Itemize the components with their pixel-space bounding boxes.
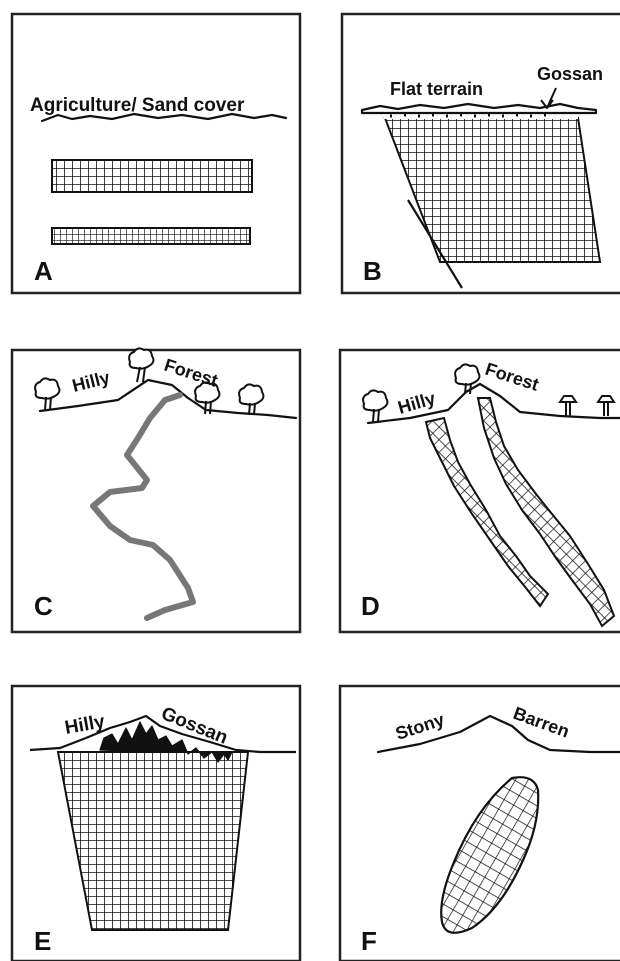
tree-icon [560,396,576,416]
panel-d: Hilly Forest D [340,350,620,632]
panel-b: Flat terrain Gossan B [342,14,620,293]
panel-e: Hilly Gossan E [12,686,300,961]
panel-a-letter: A [34,256,53,286]
tree-icon [363,390,387,422]
panel-a-ore-layer-lower [52,228,250,244]
panel-f-label-barren: Barren [511,703,572,742]
panel-b-ore-body [385,118,600,262]
panel-a-label-agriculture: Agriculture/ Sand cover [30,95,245,116]
panel-f-ore-lens [441,777,538,933]
panel-b-letter: B [363,256,382,286]
tree-icon [129,348,153,382]
panel-d-label-forest: Forest [483,359,542,395]
panel-b-label-flat-terrain: Flat terrain [390,79,483,99]
panel-c-letter: C [34,591,53,621]
tree-icon [598,396,614,416]
panel-c-label-hilly: Hilly [70,367,112,396]
panel-e-ore-body [58,752,248,930]
panel-f-letter: F [361,926,377,956]
tree-icon [455,364,479,394]
panel-a-ore-layer-upper [52,160,252,192]
panel-c: Hilly Forest C [12,348,300,632]
tree-icon [239,384,263,415]
panel-c-vein [93,395,193,618]
panel-f: Stony Barren F [340,686,620,961]
panel-a-frame [12,14,300,293]
panel-b-label-gossan: Gossan [537,64,603,84]
tree-icon [35,378,59,410]
panel-d-letter: D [361,591,380,621]
panel-a: Agriculture/ Sand cover A [12,14,300,293]
panel-e-letter: E [34,926,51,956]
panel-e-label-hilly: Hilly [63,711,107,739]
